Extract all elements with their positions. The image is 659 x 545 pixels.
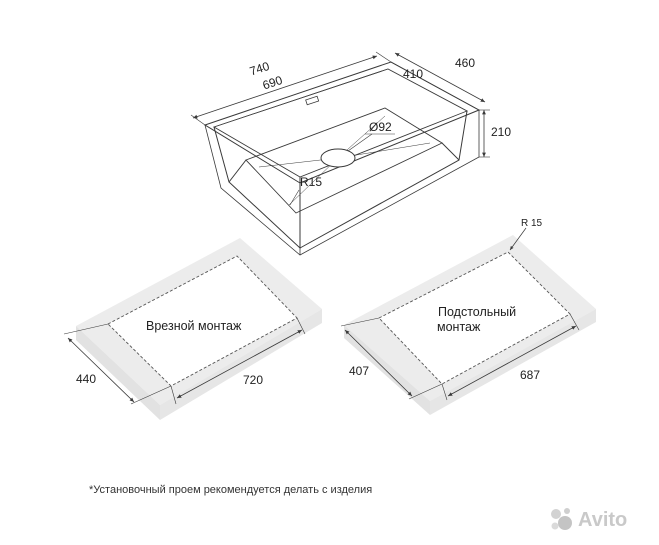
cutout-under-width: 687 bbox=[520, 368, 540, 382]
cutout-flush-width: 720 bbox=[243, 373, 263, 387]
avito-logo-icon: Avito bbox=[551, 508, 627, 531]
cutout-flush-drawing bbox=[63, 238, 322, 420]
cutout-flush-label: Врезной монтаж bbox=[146, 319, 242, 333]
cutout-under-depth: 407 bbox=[349, 364, 369, 378]
drain-ellipse bbox=[320, 148, 356, 168]
watermark-text: Avito bbox=[578, 509, 627, 531]
footnote: *Установочный проем рекомендуется делать… bbox=[89, 484, 373, 496]
cutout-under-label-2: монтаж bbox=[437, 320, 481, 334]
dim-460: 460 bbox=[455, 56, 475, 70]
dim-740: 740 bbox=[248, 59, 272, 79]
dim-drain: Ø92 bbox=[369, 120, 392, 134]
avito-watermark: Avito bbox=[548, 504, 648, 534]
sink-drawing bbox=[190, 51, 490, 256]
cutout-under-drawing bbox=[340, 227, 596, 415]
dim-radius: R15 bbox=[300, 175, 322, 189]
dim-210: 210 bbox=[491, 125, 511, 139]
cutout-under-label-1: Подстольный bbox=[438, 305, 516, 319]
dim-410: 410 bbox=[403, 67, 423, 81]
dim-690: 690 bbox=[261, 73, 285, 93]
cutout-flush-depth: 440 bbox=[76, 372, 96, 386]
cutout-under-radius: R 15 bbox=[521, 218, 543, 229]
